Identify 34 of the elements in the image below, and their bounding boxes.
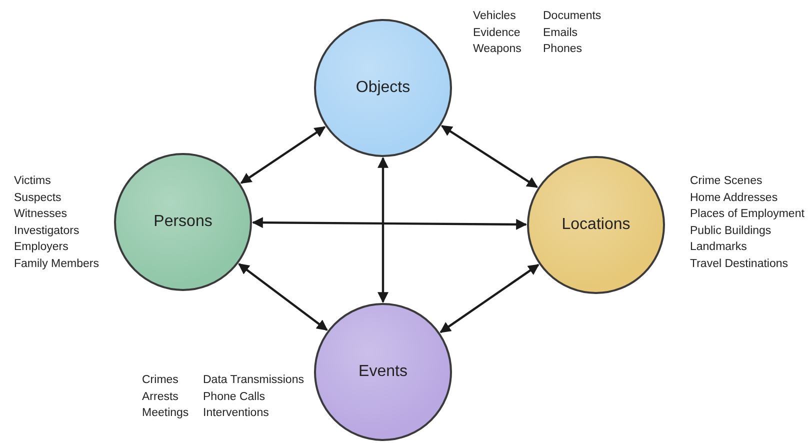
list-item: Interventions [203,406,270,422]
list-item: Crimes [142,373,180,388]
double-arrow [378,156,388,304]
list-item: Places of Employment [690,207,804,222]
circle-label: Objects [356,79,410,97]
list-item: Emails [543,26,579,41]
list-item: Victims [14,174,52,189]
list-item: Public Buildings [690,224,772,239]
list-item: Employers [14,240,70,256]
circle-label: Persons [154,213,212,231]
list-item: Phones [543,42,584,58]
list-item: Landmarks [690,240,748,256]
list-item: Evidence [473,26,522,41]
list-item: Data Transmissions [203,373,304,388]
list-item: Travel Destinations [690,256,790,272]
circle-label: Events [358,363,408,381]
list-item: Documents [543,9,602,24]
list-item: Phone Calls [203,390,266,405]
double-arrow [238,263,328,331]
list-item: Meetings [142,406,189,422]
double-arrow [252,217,528,230]
double-arrow [240,126,326,184]
list-item: Weapons [473,42,522,58]
list-item: Suspects [14,190,62,206]
circle-label: Locations [562,216,630,234]
list-item: Home Addresses [690,190,779,206]
list-item: Vehicles [473,9,517,24]
double-arrow [440,264,540,334]
double-arrow [440,124,538,188]
list-item: Crime Scenes [690,174,764,189]
list-item: Investigators [14,224,80,239]
list-item: Witnesses [14,207,68,222]
list-item: Arrests [142,390,180,405]
list-item: Family Members [14,256,99,272]
